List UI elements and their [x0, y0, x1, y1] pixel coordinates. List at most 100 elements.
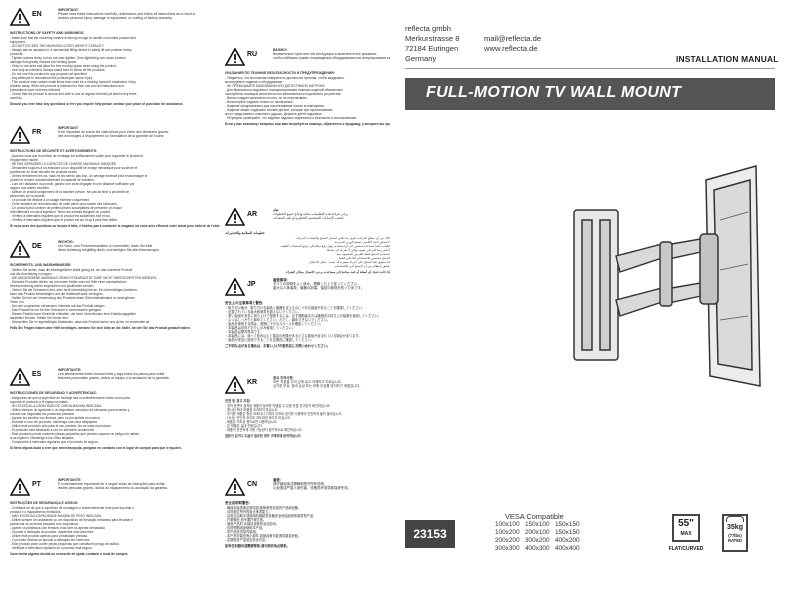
- instruction-line: - Compruebe a intervalos regulares que e…: [10, 440, 99, 444]
- instruction-line: - 본 제품은 실내 전용입니다.: [225, 424, 263, 428]
- instruction-line: تأكد من أن سطح التركيب قوي بما يكفي لتحم…: [295, 236, 390, 240]
- vesa-size: 300x200: [525, 537, 550, 544]
- instruction-line: l'équipement monté.: [10, 158, 39, 162]
- load-box: [722, 514, 748, 552]
- safety-instructions: 安全说明和警告:- 确保安装表面足够坚固,能够承受安装的产品和设备。- 请勿超过…: [225, 500, 390, 548]
- instruction-line: - Изделие может содержать мелкие детали,…: [225, 108, 333, 112]
- instruction-line: - NO EXCEDA LA CAPACIDAD DE CARGA MÁXIMA…: [10, 404, 103, 408]
- instruction-line: - 确保安装表面足够坚固,能够承受安装的产品和设备。: [225, 506, 302, 510]
- instruction-line: equipment.: [10, 40, 26, 44]
- section-heading: 安全上の注意事項と警告:: [225, 301, 264, 305]
- instruction-line: المنتج مخصص للاستخدام الداخلي فقط.: [338, 256, 390, 260]
- company-website[interactable]: www.reflecta.de: [484, 44, 538, 53]
- safety-instructions: INSTRUCTIONS DE SÉCURITÉ ET AVERTISSEMEN…: [10, 148, 225, 228]
- instruction-line: ・製品が安全に使用できることを定期的に確認してください。: [225, 338, 314, 342]
- section-heading: 安全说明和警告:: [225, 501, 250, 505]
- instruction-line: - 拧紧螺丝,但不要拧得过紧。: [225, 518, 267, 522]
- safety-instructions: 安全上の注意事項と警告:・取り付け面が、取り付ける製品と機器を支えるのに十分な強…: [225, 300, 390, 348]
- instruction-line: - Le produit est destiné à un usage inté…: [10, 198, 90, 202]
- important-line: Please read these instructions carefully…: [58, 12, 196, 16]
- section-heading: INSTRUCCIONES DE SEGURIDAD Y ADVERTENCIA…: [10, 391, 97, 395]
- instruction-line: - Demandez toujours à un assistant ou un…: [10, 166, 138, 170]
- important-line: IMPORTANTE:: [58, 478, 82, 482]
- instruction-line: - Always ask an assistant or a mechanica…: [10, 48, 132, 52]
- warning-icon: [224, 477, 246, 496]
- important-line: 以免造成严重人身伤害、设备损坏或导致保修失效。: [273, 486, 351, 490]
- contact-footer: Should you ever have any questions or fe…: [10, 102, 184, 106]
- instruction-line: - Ce produit peut contenir de petites pi…: [10, 206, 122, 210]
- important-note: WICHTIG:Um Sach- und Personenschäden zu …: [58, 240, 225, 252]
- instruction-line: - 명시된 최대 하중을 초과하지 마십시오.: [225, 408, 279, 412]
- safety-instructions: 안전 및 경고 지침:- 장착 표면이 장착된 제품과 장비를 지탱할 수 있을…: [225, 398, 390, 438]
- instruction-line: قد يحتوي هذا المنتج على أجزاء صغيرة قد ت…: [308, 260, 390, 264]
- section-heading: 안전 및 경고 지침:: [225, 399, 251, 403]
- warning-icon: [9, 239, 31, 258]
- important-note: IMPORTANT:Please read these instructions…: [58, 8, 225, 20]
- instruction-line: - Tighten screws firmly, but do not over…: [10, 56, 126, 60]
- instruction-line: - Schwere Produkte dürfen nur mit einem …: [10, 280, 127, 284]
- instruction-line: children away. When the product is inten…: [10, 84, 124, 88]
- safety-instructions: تعليمات السلامة والتحذيرات:تأكد من أن سط…: [225, 230, 390, 274]
- warning-icon: [224, 47, 246, 66]
- screen-size-sub: MAX: [680, 531, 692, 537]
- safety-instructions: INSTRUCTIONS OF SAFETY AND WARNINGS:- Ma…: [10, 30, 225, 106]
- section-heading: INSTRUCTIONS DE SÉCURITÉ ET AVERTISSEMEN…: [10, 149, 98, 153]
- instruction-line: - NÃO EXCEDA A CAPACIDADE MÁXIMA DE PESO…: [10, 514, 103, 518]
- important-line: Lea atentamente estas instrucciones y si…: [58, 372, 165, 376]
- instruction-line: products.: [10, 52, 24, 56]
- article-number-box: [405, 520, 455, 548]
- company-country: Germany: [405, 54, 437, 63]
- instruction-line: - Durante a utilização do produto, mante…: [10, 530, 95, 534]
- instruction-line: - 제품이 안전하게 사용 가능한지 정기적으로 확인하십시오.: [225, 428, 303, 432]
- vesa-size: 400x200: [555, 537, 580, 544]
- instruction-line: - Vérifiez à intervalles réguliers que l…: [10, 214, 111, 218]
- wall-mount-icon: [573, 165, 761, 387]
- instruction-line: أحكم ربط البراغي بقوة، ولكن لا تفرط في ش…: [326, 248, 390, 252]
- safety-instructions: SICHERHEITS- UND WARNHINWEISE:- Stellen …: [10, 262, 225, 330]
- vesa-size: 200x100: [525, 529, 550, 536]
- instruction-line: - Utilice este producto sólo para el uso…: [10, 424, 112, 428]
- company-city: 72184 Eutingen: [405, 44, 459, 53]
- instruction-line: пользуйтесь помощью ассистента или механ…: [225, 92, 342, 96]
- language-code: AR: [247, 211, 258, 218]
- instruction-line: - Any attempts to reconstruct this produ…: [10, 76, 93, 80]
- language-code: KR: [247, 379, 258, 386]
- instruction-line: ・製品を使用する際は、周囲に十分なスペースを確保してください。: [225, 322, 324, 326]
- important-line: 심각한 부상, 장비 손상 또는 보증 무효를 방지하기 위함입니다.: [273, 384, 361, 388]
- instruction-line: darstellen können. Halten Sie Kinder fer…: [10, 316, 70, 320]
- company-name: reflecta gmbh: [405, 24, 452, 33]
- instruction-line: - Do not use this product for any purpos…: [10, 72, 88, 76]
- instruction-line: damage that greatly reduces the holding …: [10, 60, 78, 64]
- important-line: serious personal injury, damage to equip…: [58, 16, 173, 20]
- instruction-line: rapport aux autres meubles.: [10, 186, 50, 190]
- important-line: IMPORTANT:: [58, 8, 79, 12]
- safety-instructions: INSTRUCCIONES DE SEGURIDAD Y ADVERTENCIA…: [10, 390, 225, 450]
- section-heading: УКАЗАНИЯ ПО ТЕХНИКЕ БЕЗОПАСНОСТИ И ПРЕДУ…: [225, 71, 335, 75]
- screen-type: FLAT/CURVED: [668, 546, 704, 552]
- instruction-line: - Vérifiez à intervalles réguliers que l…: [10, 218, 118, 222]
- important-line: des dommages à l'équipement ou l'annulat…: [58, 134, 165, 138]
- contact-footer: Si tiene alguna duda o cree que necesita…: [10, 446, 182, 450]
- instruction-line: ・記載されている最大耐荷重を超えないでください。: [225, 310, 302, 314]
- important-line: ВАЖНО!: [273, 48, 288, 52]
- load-value: 35kg: [727, 524, 743, 531]
- instruction-line: - Assurez-vous que la surface de montage…: [10, 154, 144, 158]
- language-code: CN: [247, 481, 258, 488]
- company-email[interactable]: mail@reflecta.de: [484, 34, 542, 43]
- vesa-size: 200x200: [495, 537, 520, 544]
- instruction-line: - Utilize sempre um assistente ou um dis…: [10, 518, 133, 522]
- instruction-line: - Asegúrese de que la superficie de mont…: [10, 396, 130, 400]
- instruction-line: - Убедитесь, что монтажная поверхность д…: [225, 76, 345, 80]
- important-line: É extremamente importante ler e seguir t…: [58, 482, 165, 486]
- instruction-line: Hebevorrichtung sicher angehoben und pos…: [10, 284, 95, 288]
- instruction-line: - Для безопасного подъема и позициониров…: [225, 88, 344, 92]
- instruction-line: - Винты следует затягивать плотно, но не…: [225, 96, 308, 100]
- instruction-line: positionner en toute sécurité les produi…: [10, 170, 78, 174]
- important-note: هام:يرجى قراءة هذه التعليمات بعناية واتب…: [273, 208, 390, 220]
- instruction-line: - Este producto puede contener piezas pe…: [10, 432, 140, 436]
- instruction-line: - Este produto pode conter peças pequena…: [10, 542, 120, 546]
- instruction-line: - Toute tentative de reconstruction de c…: [10, 202, 118, 206]
- instruction-line: personnes sur le produit.: [10, 194, 46, 198]
- company-street: Merkurstrasse 8: [405, 34, 460, 43]
